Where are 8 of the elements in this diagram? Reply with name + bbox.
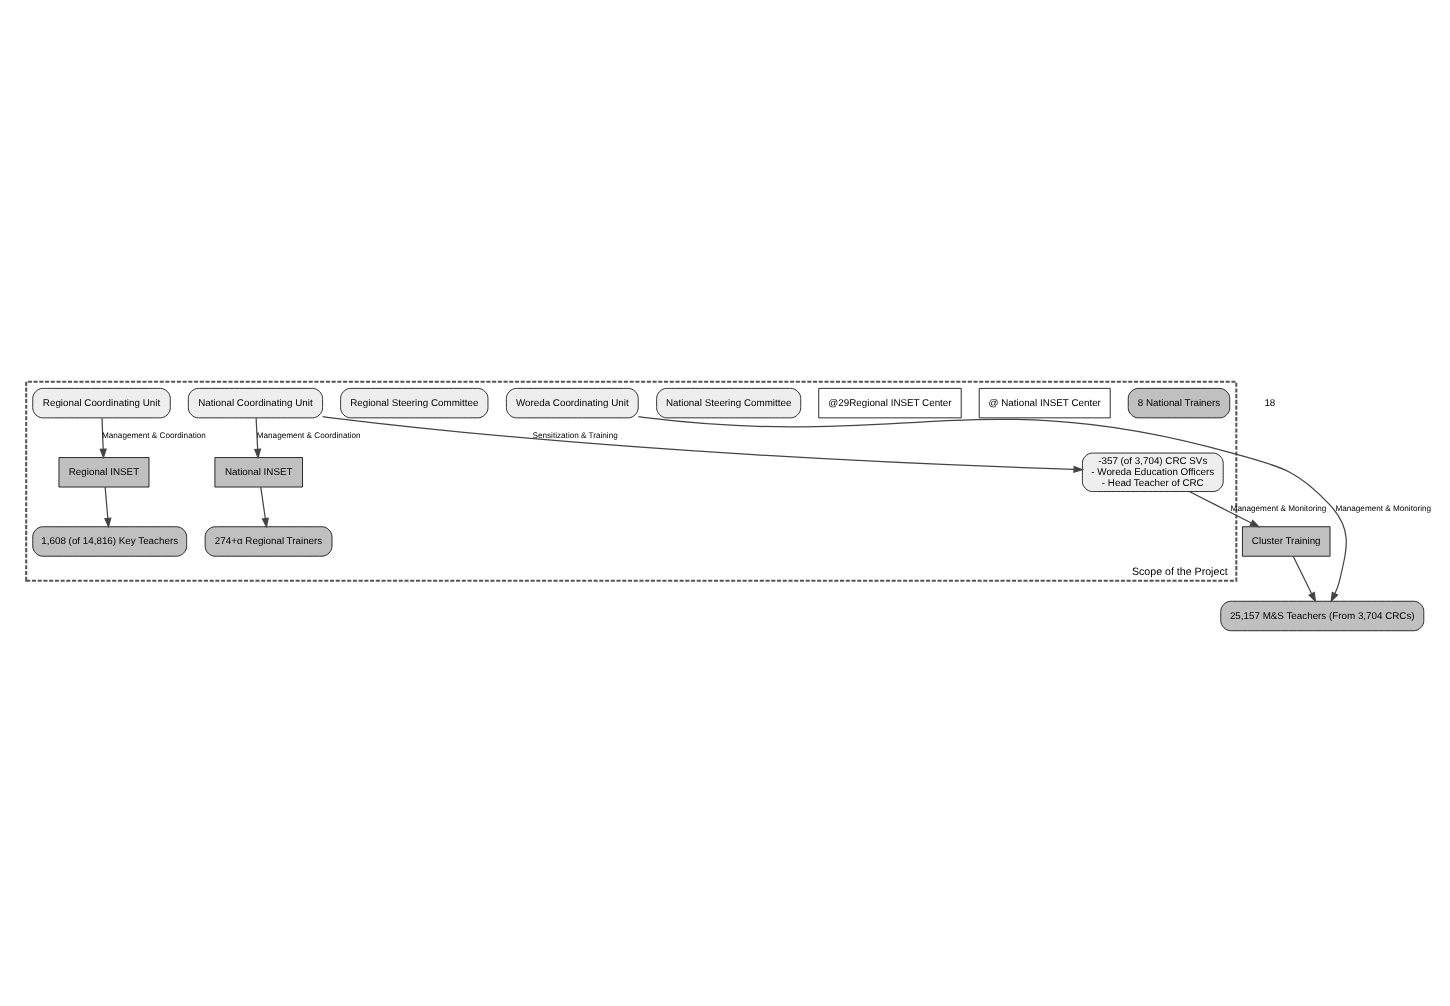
arrow [1188,490,1261,528]
arrow [260,486,269,529]
arrow [104,486,112,529]
arrow [1292,555,1317,603]
arrow [322,416,1085,474]
arrow [99,417,107,460]
arrow [637,416,1347,603]
arrow [253,417,262,460]
